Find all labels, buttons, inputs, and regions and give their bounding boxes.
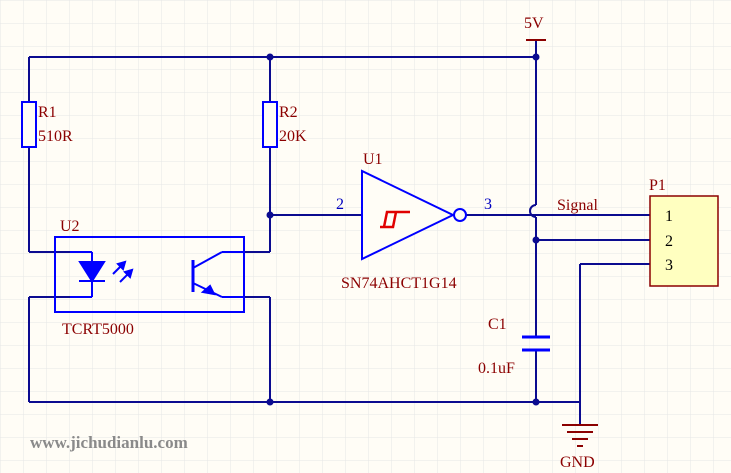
u1-designator: U1	[363, 151, 383, 168]
r2-designator: R2	[279, 104, 298, 121]
u1-pin-in: 2	[336, 196, 344, 213]
r1-designator: R1	[38, 104, 57, 121]
junction-5v	[532, 53, 540, 61]
resistor-r2: R2 20K	[262, 101, 307, 148]
ground-symbol	[562, 424, 598, 447]
junction-gnd-mid	[266, 398, 274, 406]
schmitt-trigger-icon	[380, 210, 410, 229]
r1-value: 510R	[38, 128, 73, 145]
c1-designator: C1	[488, 316, 507, 333]
u2-designator: U2	[60, 218, 80, 235]
u2-body	[54, 236, 245, 313]
p1-pin-3: 3	[665, 257, 673, 274]
power-label: 5V	[524, 15, 544, 32]
u1-pin-out: 3	[484, 196, 492, 213]
junction-gnd-c1	[532, 398, 540, 406]
sensor-u2: U2 TCRT5000	[54, 218, 245, 338]
ground-label: GND	[560, 454, 595, 471]
p1-pin-1: 1	[665, 208, 673, 225]
c1-value: 0.1uF	[478, 360, 515, 377]
u1-part: SN74AHCT1G14	[341, 275, 457, 292]
p1-body	[649, 195, 719, 287]
junction-r2-top	[266, 53, 274, 61]
r2-body	[262, 101, 278, 148]
capacitor-c1: C1 0.1uF	[478, 316, 550, 377]
r2-value: 20K	[279, 128, 307, 145]
u2-part: TCRT5000	[62, 321, 134, 338]
junction-r2-u1	[266, 211, 274, 219]
u1-body	[361, 169, 456, 261]
led-icon	[70, 251, 134, 298]
resistor-r1: R1 510R	[21, 101, 73, 148]
r1-body	[21, 101, 37, 148]
junction-p1-pin2	[532, 236, 540, 244]
inverter-u1: U1 2 3 SN74AHCT1G14	[336, 151, 492, 292]
connector-p1: P1 1 2 3	[649, 177, 719, 287]
wire-crossover-hop	[529, 204, 537, 218]
u1-inversion-bubble	[453, 208, 467, 222]
watermark-text: www.jichudianlu.com	[30, 433, 188, 452]
power-port-5v: 5V	[524, 15, 546, 41]
net-label-signal: Signal	[557, 197, 598, 214]
phototransistor-icon	[191, 251, 244, 298]
wires	[28, 40, 650, 425]
p1-pin-2: 2	[665, 233, 673, 250]
p1-designator: P1	[649, 177, 666, 194]
junctions	[266, 53, 540, 406]
